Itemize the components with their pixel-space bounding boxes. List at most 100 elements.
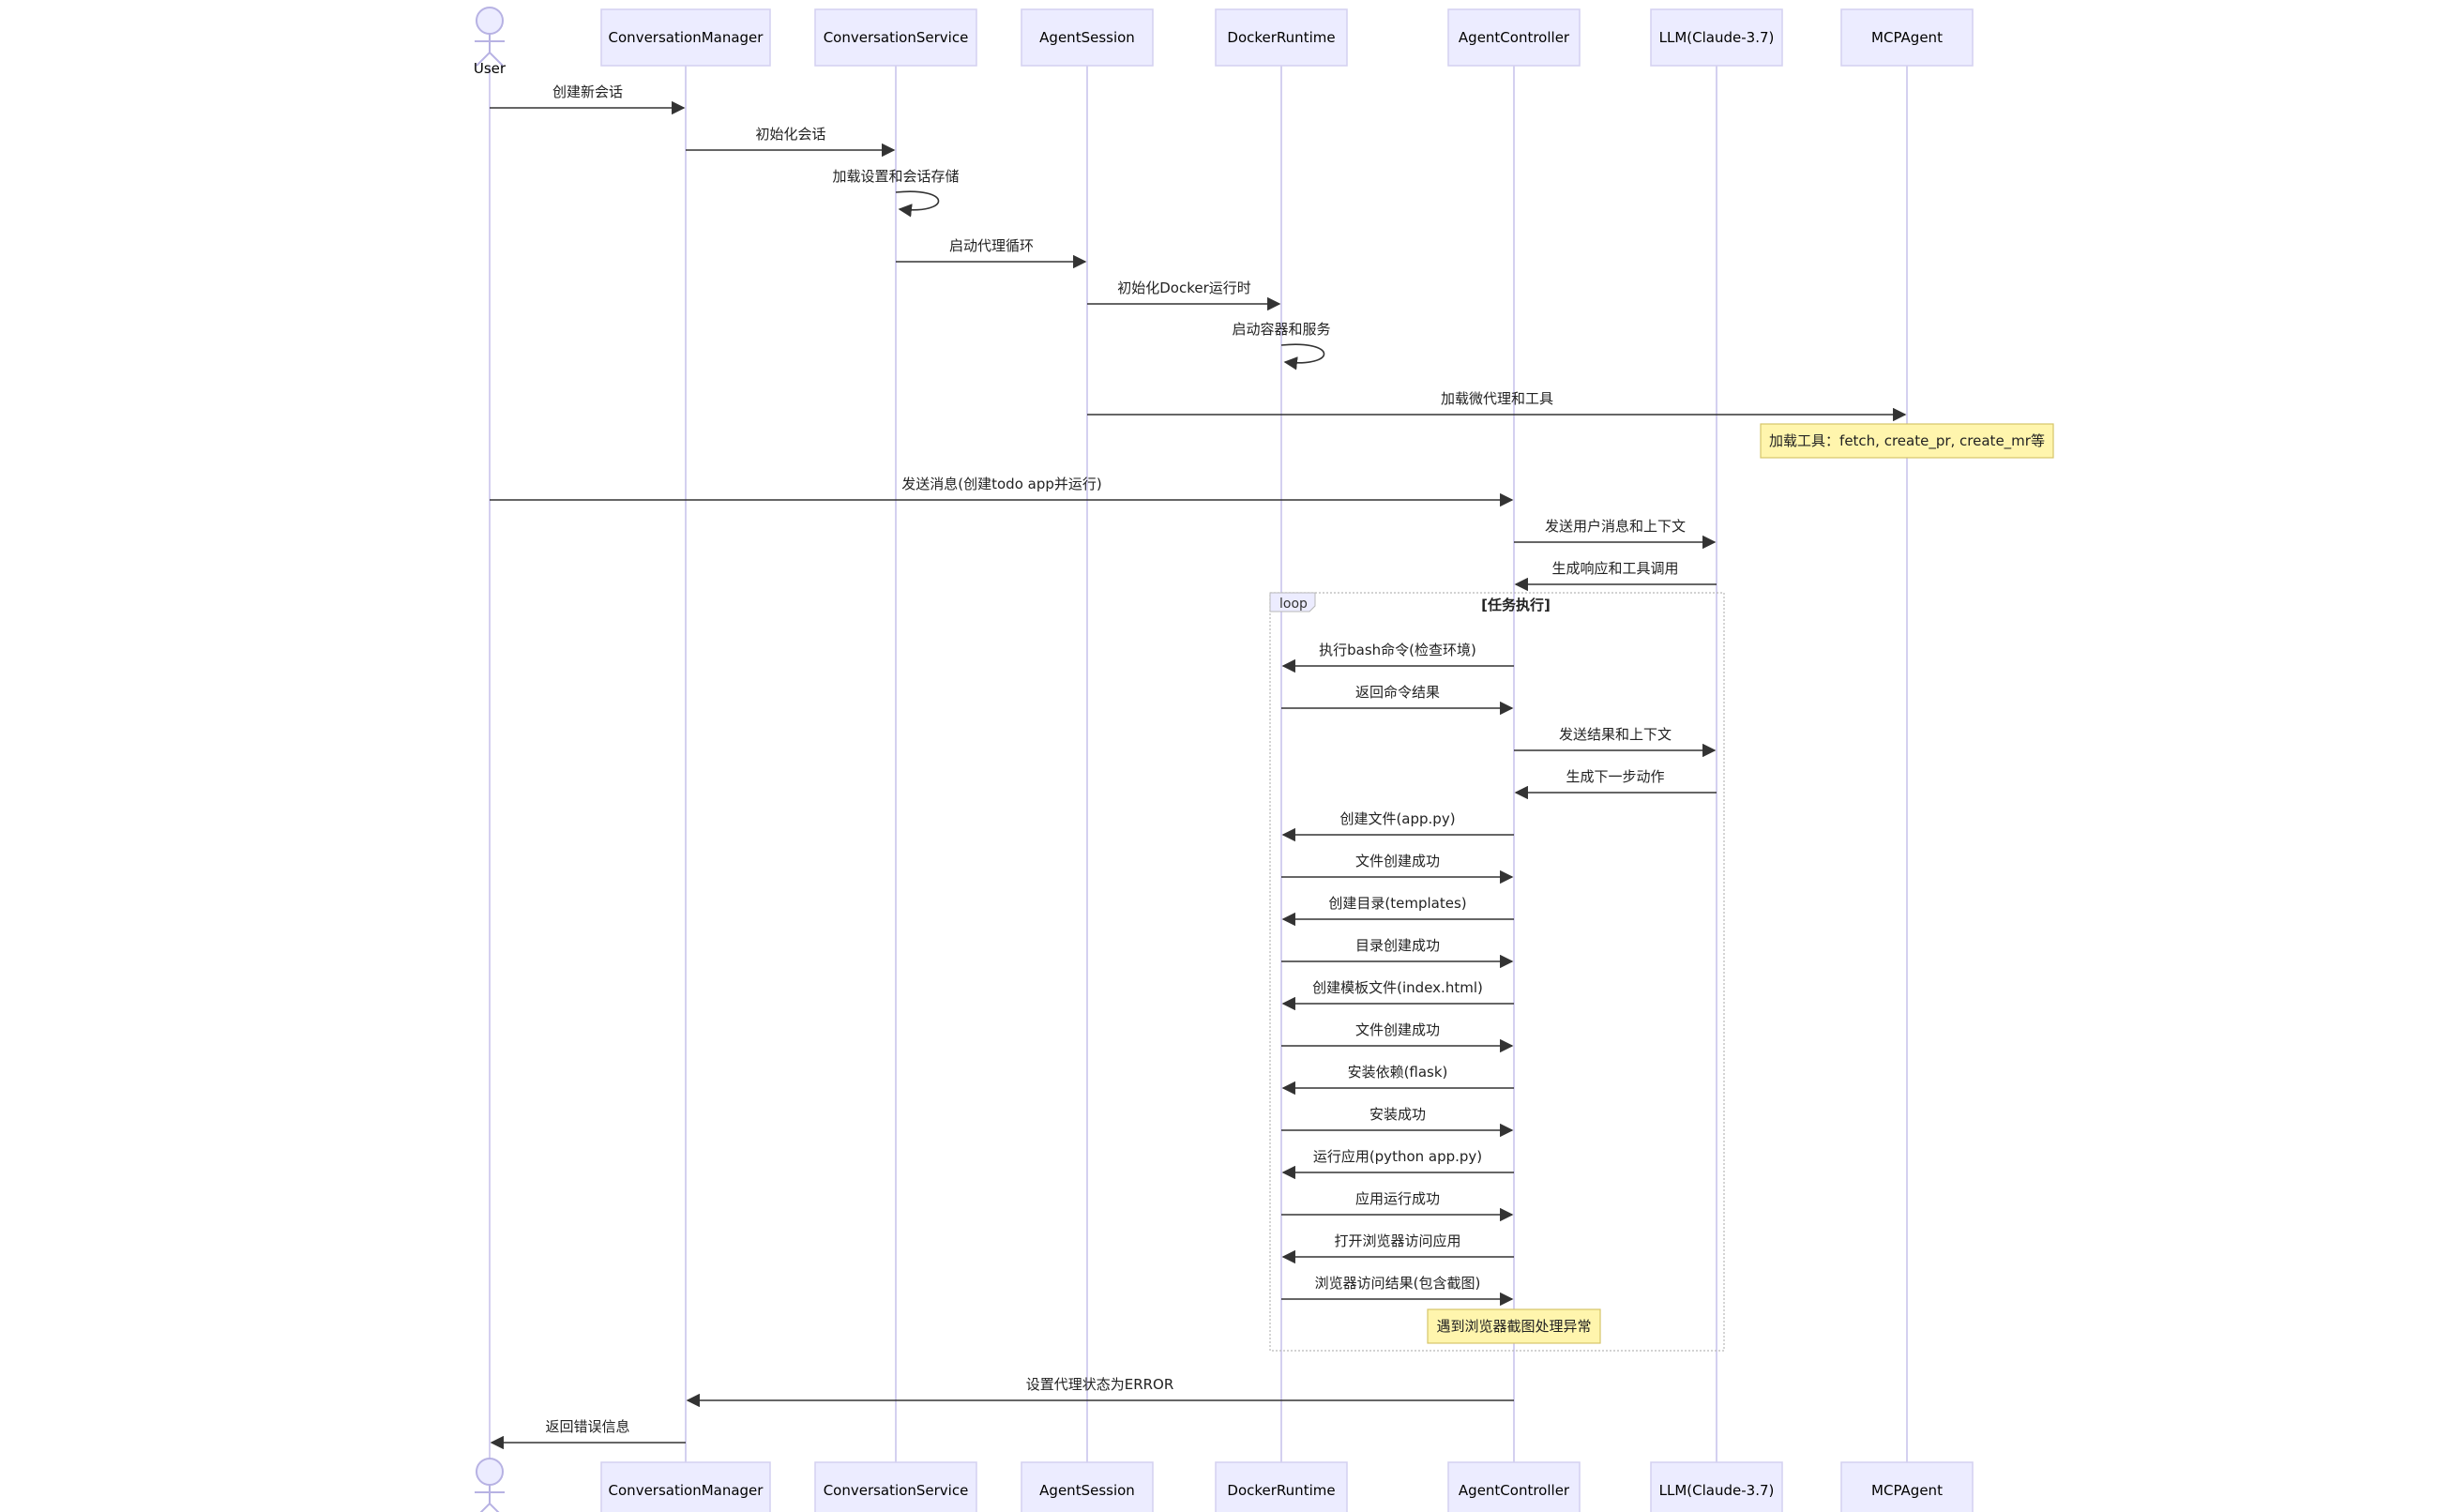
message-5: 启动容器和服务 [1232,321,1331,370]
participant-label: LLM(Claude-3.7) [1659,1482,1775,1499]
loop-condition: [任务执行] [1481,597,1551,613]
note-1: 遇到浏览器截图处理异常 [1427,1308,1601,1344]
message-10: 执行bash命令(检查环境) [1281,642,1514,673]
message-label: 加载设置和会话存储 [832,168,959,185]
message-6: 加载微代理和工具 [1087,390,1907,422]
message-label: 启动容器和服务 [1232,321,1330,338]
message-label: 发送消息(创建todo app并运行) [901,476,1101,492]
participant-box [1021,8,1154,67]
message-label: 创建目录(templates) [1328,895,1466,912]
message-label: 返回命令结果 [1355,684,1440,701]
message-label: 发送用户消息和上下文 [1545,518,1686,535]
participant-box [1840,1461,1974,1512]
message-2: 加载设置和会话存储 [832,168,960,218]
message-label: 创建新会话 [552,83,623,100]
message-label: 安装依赖(flask) [1348,1064,1448,1081]
note-0: 加载工具：fetch, create_pr, create_mr等 [1760,423,2054,459]
participant-as-bottom: AgentSession [1021,1461,1154,1512]
message-11: 返回命令结果 [1281,684,1514,716]
message-17: 目录创建成功 [1281,937,1514,969]
message-23: 应用运行成功 [1281,1190,1514,1222]
message-8: 发送用户消息和上下文 [1514,518,1717,550]
participant-llm-bottom: LLM(Claude-3.7) [1650,1461,1783,1512]
message-label: 浏览器访问结果(包含截图) [1315,1275,1481,1292]
message-1: 初始化会话 [686,126,896,158]
message-3: 启动代理循环 [896,237,1087,269]
message-15: 文件创建成功 [1281,853,1514,885]
message-label: 加载微代理和工具 [1441,390,1553,407]
loop-frame: loop [任务执行] [1269,592,1725,1352]
message-label: 设置代理状态为ERROR [1026,1376,1174,1393]
message-25: 浏览器访问结果(包含截图) [1281,1275,1514,1307]
participant-mcp-top: MCPAgent [1840,8,1974,67]
participant-box [1021,1461,1154,1512]
participant-label: ConversationService [824,1482,969,1499]
loop-label: loop [1279,597,1308,612]
user-actor-icon [476,1458,504,1486]
note-box [1760,423,2054,459]
participant-llm-top: LLM(Claude-3.7) [1650,8,1783,67]
message-label: 文件创建成功 [1355,853,1440,869]
message-label: 运行应用(python app.py) [1313,1148,1482,1165]
participant-box [814,1461,977,1512]
message-27: 返回错误信息 [490,1418,686,1450]
participant-cs-bottom: ConversationService [814,1461,977,1512]
participant-label: MCPAgent [1871,1482,1943,1499]
message-label: 创建模板文件(index.html) [1312,979,1483,996]
message-20: 安装依赖(flask) [1281,1064,1514,1096]
message-label: 生成下一步动作 [1566,768,1664,785]
message-26: 设置代理状态为ERROR [686,1376,1514,1408]
note-text: 遇到浏览器截图处理异常 [1436,1318,1591,1335]
participant-dr-top: DockerRuntime [1215,8,1348,67]
message-7: 发送消息(创建todo app并运行) [490,476,1514,507]
message-19: 文件创建成功 [1281,1021,1514,1053]
participant-as-top: AgentSession [1021,8,1154,67]
participant-box [814,8,977,67]
message-label: 生成响应和工具调用 [1551,560,1678,577]
message-12: 发送结果和上下文 [1514,726,1717,758]
participant-label: LLM(Claude-3.7) [1659,29,1775,46]
participant-dr-bottom: DockerRuntime [1215,1461,1348,1512]
user-actor-legs [476,51,504,67]
participant-box [600,8,771,67]
participant-user-bottom: User [474,1458,507,1512]
participant-cm-top: ConversationManager [600,8,771,67]
participant-cs-top: ConversationService [814,8,977,67]
message-9: 生成响应和工具调用 [1514,560,1717,592]
message-0: 创建新会话 [490,83,686,115]
participant-label: DockerRuntime [1227,1482,1335,1499]
message-label: 安装成功 [1369,1106,1426,1123]
participant-box [1447,1461,1581,1512]
participant-ac-top: AgentController [1447,8,1581,67]
message-21: 安装成功 [1281,1106,1514,1138]
participant-label: DockerRuntime [1227,29,1335,46]
message-label: 应用运行成功 [1355,1190,1440,1207]
participant-label: ConversationManager [609,29,764,46]
message-label: 启动代理循环 [949,237,1034,254]
participant-ac-bottom: AgentController [1447,1461,1581,1512]
participant-box [600,1461,771,1512]
participant-label: AgentController [1459,1482,1570,1499]
participant-label: User [474,60,507,77]
message-label: 初始化Docker运行时 [1117,280,1251,296]
participant-user-top: User [474,7,507,77]
participant-label: AgentSession [1039,1482,1135,1499]
participant-box [1215,1461,1348,1512]
message-label: 初始化会话 [755,126,825,143]
loop-tab [1269,592,1316,612]
message-label: 文件创建成功 [1355,1021,1440,1038]
participant-box [1650,1461,1783,1512]
participant-label: ConversationService [824,29,969,46]
loop-border [1269,592,1725,1352]
user-actor-legs [479,1502,500,1512]
participant-box [1650,8,1783,67]
participant-box [1840,8,1974,67]
message-22: 运行应用(python app.py) [1281,1148,1514,1180]
user-actor-icon [476,7,504,35]
message-label: 执行bash命令(检查环境) [1319,642,1476,658]
message-label: 打开浏览器访问应用 [1334,1232,1460,1249]
participant-mcp-bottom: MCPAgent [1840,1461,1974,1512]
message-4: 初始化Docker运行时 [1087,280,1281,311]
message-16: 创建目录(templates) [1281,895,1514,927]
